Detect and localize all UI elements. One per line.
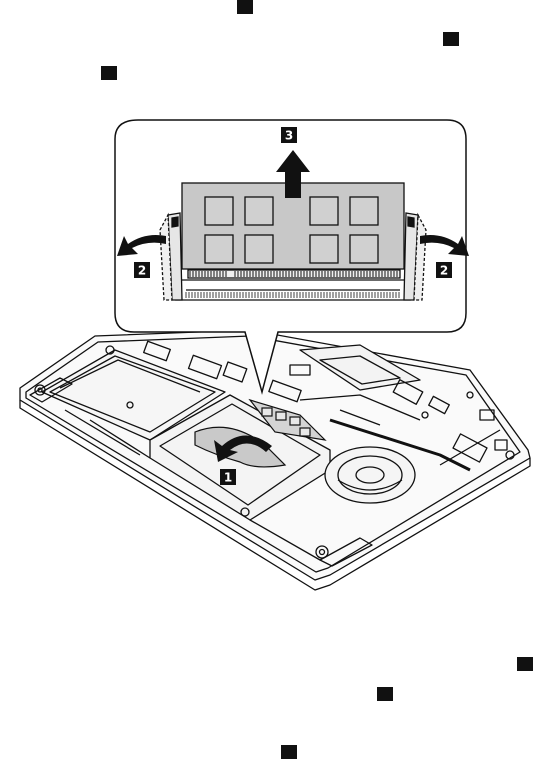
step-2-right-label: 2 bbox=[440, 264, 448, 278]
step-2-left-callout: 2 bbox=[134, 262, 150, 278]
step-2-right-callout: 2 bbox=[436, 262, 452, 278]
right-retaining-latch bbox=[404, 213, 426, 300]
step-3-callout: 3 bbox=[281, 127, 297, 143]
step-1-callout: 1 bbox=[220, 469, 236, 485]
step-2-left-label: 2 bbox=[138, 264, 146, 278]
step-3-label: 3 bbox=[285, 129, 293, 143]
step-1-label: 1 bbox=[224, 471, 232, 485]
left-retaining-latch bbox=[160, 213, 182, 300]
